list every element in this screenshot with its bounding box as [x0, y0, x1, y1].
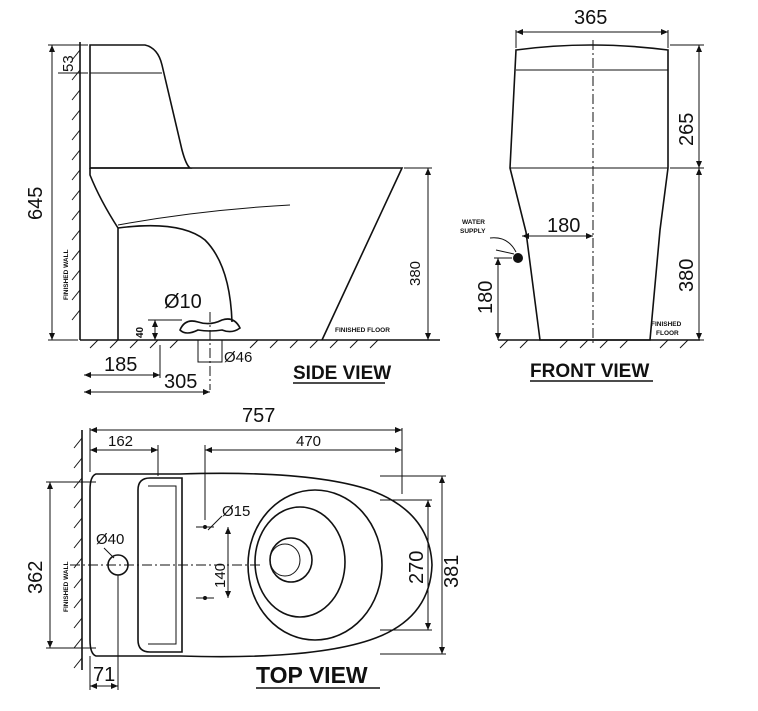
top-outline [89, 472, 433, 658]
front-rim-height: 380 [676, 259, 698, 292]
side-wall-distance: 185 [104, 354, 137, 376]
top-tank-lid [137, 477, 183, 653]
front-view-title: FRONT VIEW [530, 361, 649, 382]
front-outline [509, 44, 669, 341]
side-wall-hatch [71, 49, 81, 321]
top-tank-depth: 162 [108, 433, 133, 450]
front-supply-label-1: WATER [462, 219, 485, 226]
front-view: 365 265 380 FINISHED FLOOR 180 180 WATER… [460, 7, 704, 382]
side-trapway [117, 224, 233, 323]
side-view: 645 53 FINISHED WALL 380 FINISHED FLOOR … [25, 42, 440, 395]
front-floor-label-1: FINISHED [651, 321, 682, 328]
side-view-title: SIDE VIEW [293, 363, 391, 384]
side-bowl-outline [89, 167, 404, 341]
top-seat-outer [247, 489, 383, 641]
side-outlet-gap: 40 [135, 326, 146, 338]
side-wall-label: FINISHED WALL [63, 249, 70, 300]
top-bowl-length: 470 [296, 433, 321, 450]
side-floor-label: FINISHED FLOOR [335, 327, 390, 334]
side-total-height: 645 [25, 187, 47, 220]
side-outlet [179, 318, 242, 334]
side-rim-height: 380 [407, 261, 424, 286]
front-supply-height: 180 [475, 281, 497, 314]
side-tank-top-dim: 53 [60, 55, 77, 72]
water-supply-point [513, 253, 523, 263]
top-bowl-width: 270 [406, 551, 428, 584]
front-floor-label-2: FLOOR [656, 330, 679, 337]
front-floor-hatch [499, 339, 689, 349]
top-inlet-dia: Ø40 [96, 531, 124, 548]
side-waste-dia: Ø46 [224, 349, 252, 366]
top-bolt-spacing: 140 [212, 563, 229, 588]
top-wall-label: FINISHED WALL [63, 561, 70, 612]
top-wall-gap: 71 [93, 664, 115, 686]
front-width: 365 [574, 7, 607, 29]
top-seat-inner [254, 506, 346, 618]
side-outlet-dia: Ø10 [164, 291, 202, 313]
top-wall-hatch [73, 437, 83, 669]
top-overall-width: 381 [441, 555, 463, 588]
front-tank-height: 265 [676, 113, 698, 146]
side-outlet-center: 305 [164, 371, 197, 393]
front-supply-label-2: SUPPLY [460, 228, 486, 235]
side-tank-outline [89, 44, 193, 169]
side-floor-hatch [89, 339, 379, 349]
top-drain [269, 537, 313, 583]
top-view-title: TOP VIEW [256, 662, 368, 688]
top-bolt-dia: Ø15 [222, 503, 250, 520]
top-length: 757 [242, 405, 275, 427]
front-supply-offset: 180 [547, 215, 580, 237]
top-view: 757 162 470 Ø15 140 Ø40 362 FINISHED WAL… [25, 405, 463, 690]
side-rim-curve [117, 204, 291, 226]
top-width: 362 [25, 561, 47, 594]
